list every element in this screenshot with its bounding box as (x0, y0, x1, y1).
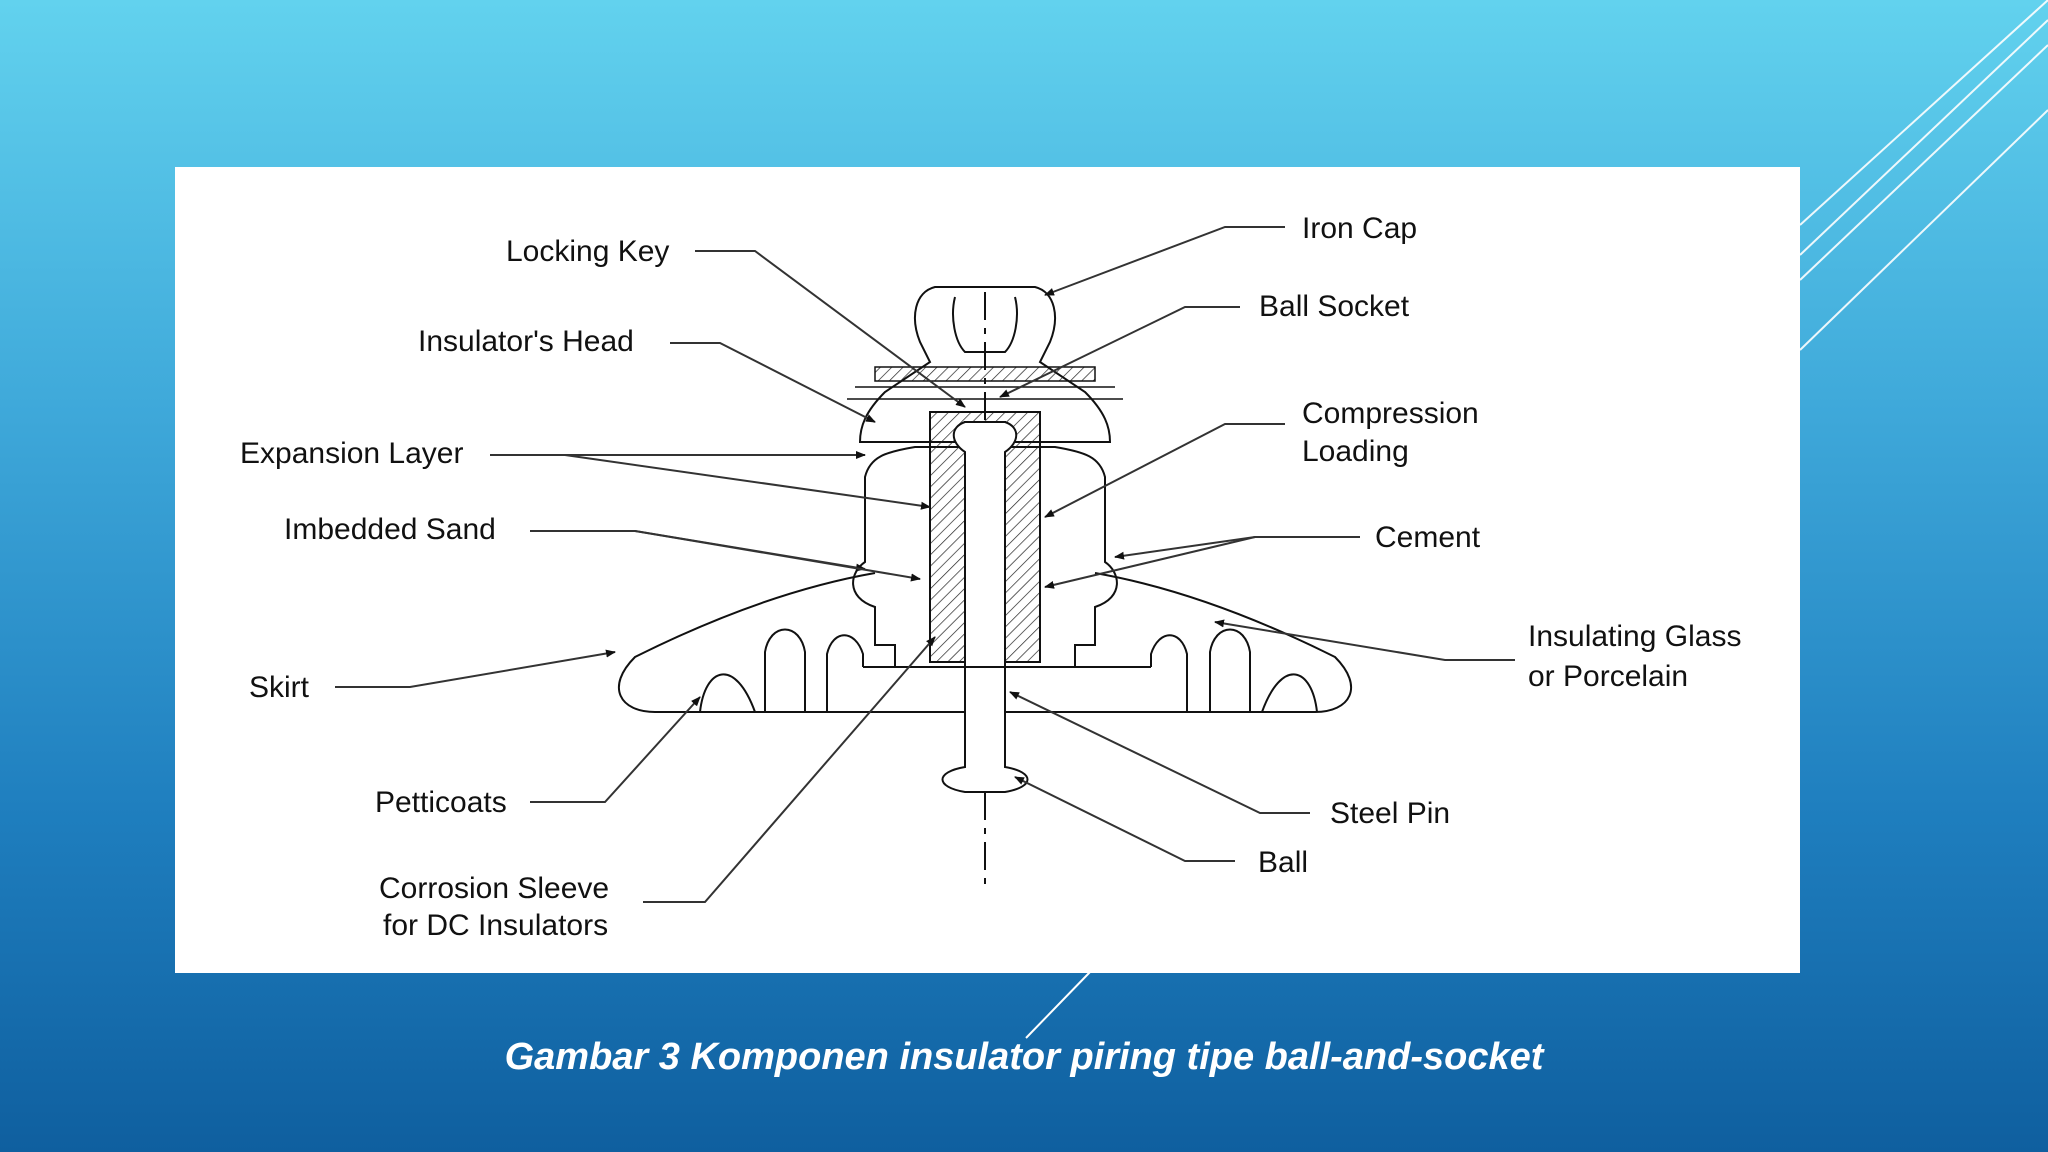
steel-pin (941, 421, 1029, 793)
leader-ball (1014, 776, 1235, 862)
label-petticoats: Petticoats (375, 786, 507, 819)
leader-petticoats (530, 696, 701, 803)
label-iron-cap: Iron Cap (1302, 212, 1417, 245)
label-expansion-layer: Expansion Layer (240, 437, 463, 470)
label-ball: Ball (1258, 846, 1308, 879)
leader-imbedded-sand-2 (634, 530, 921, 582)
leader-skirt (335, 649, 616, 688)
label-imbedded-sand: Imbedded Sand (284, 513, 496, 546)
iron-cap-outline (858, 286, 1112, 443)
expansion-layer (847, 386, 1123, 400)
label-compression-loading-line1: Compression (1302, 397, 1479, 430)
leader-iron-cap (1044, 226, 1285, 296)
insulator-diagram: Locking Key Insulator's Head Expansion L… (240, 212, 1741, 942)
label-cement: Cement (1375, 521, 1481, 554)
label-insulating-glass-line2: or Porcelain (1528, 660, 1688, 693)
label-skirt: Skirt (249, 671, 310, 704)
leader-expansion-layer-2 (564, 454, 931, 510)
leader-ball-socket (999, 306, 1240, 398)
label-locking-key: Locking Key (506, 235, 669, 268)
figure-caption: Gambar 3 Komponen insulator piring tipe … (504, 1036, 1544, 1078)
label-steel-pin: Steel Pin (1330, 797, 1450, 830)
label-ball-socket: Ball Socket (1259, 290, 1410, 323)
leader-imbedded-sand (530, 530, 866, 572)
label-insulating-glass-line1: Insulating Glass (1528, 620, 1741, 653)
caption-deco-line (1025, 971, 1091, 1039)
leader-corrosion-sleeve (643, 636, 936, 903)
leader-insulators-head (670, 342, 876, 423)
petticoats-outline (699, 628, 1318, 713)
leader-cement-2 (1044, 536, 1256, 589)
ball-socket-inner (952, 296, 1018, 353)
leader-insulating-glass (1214, 619, 1515, 661)
cement-band (874, 366, 1096, 382)
label-corrosion-sleeve-line2: for DC Insulators (383, 909, 608, 942)
label-corrosion-sleeve-line1: Corrosion Sleeve (379, 872, 609, 905)
leader-steel-pin (1009, 691, 1310, 814)
diagram-panel: Locking Key Insulator's Head Expansion L… (175, 167, 1800, 973)
leader-compression-loading (1044, 423, 1285, 518)
leader-locking-key (695, 250, 966, 408)
label-insulators-head: Insulator's Head (418, 325, 634, 358)
label-compression-loading-line2: Loading (1302, 435, 1409, 468)
leader-cement (1114, 536, 1360, 560)
